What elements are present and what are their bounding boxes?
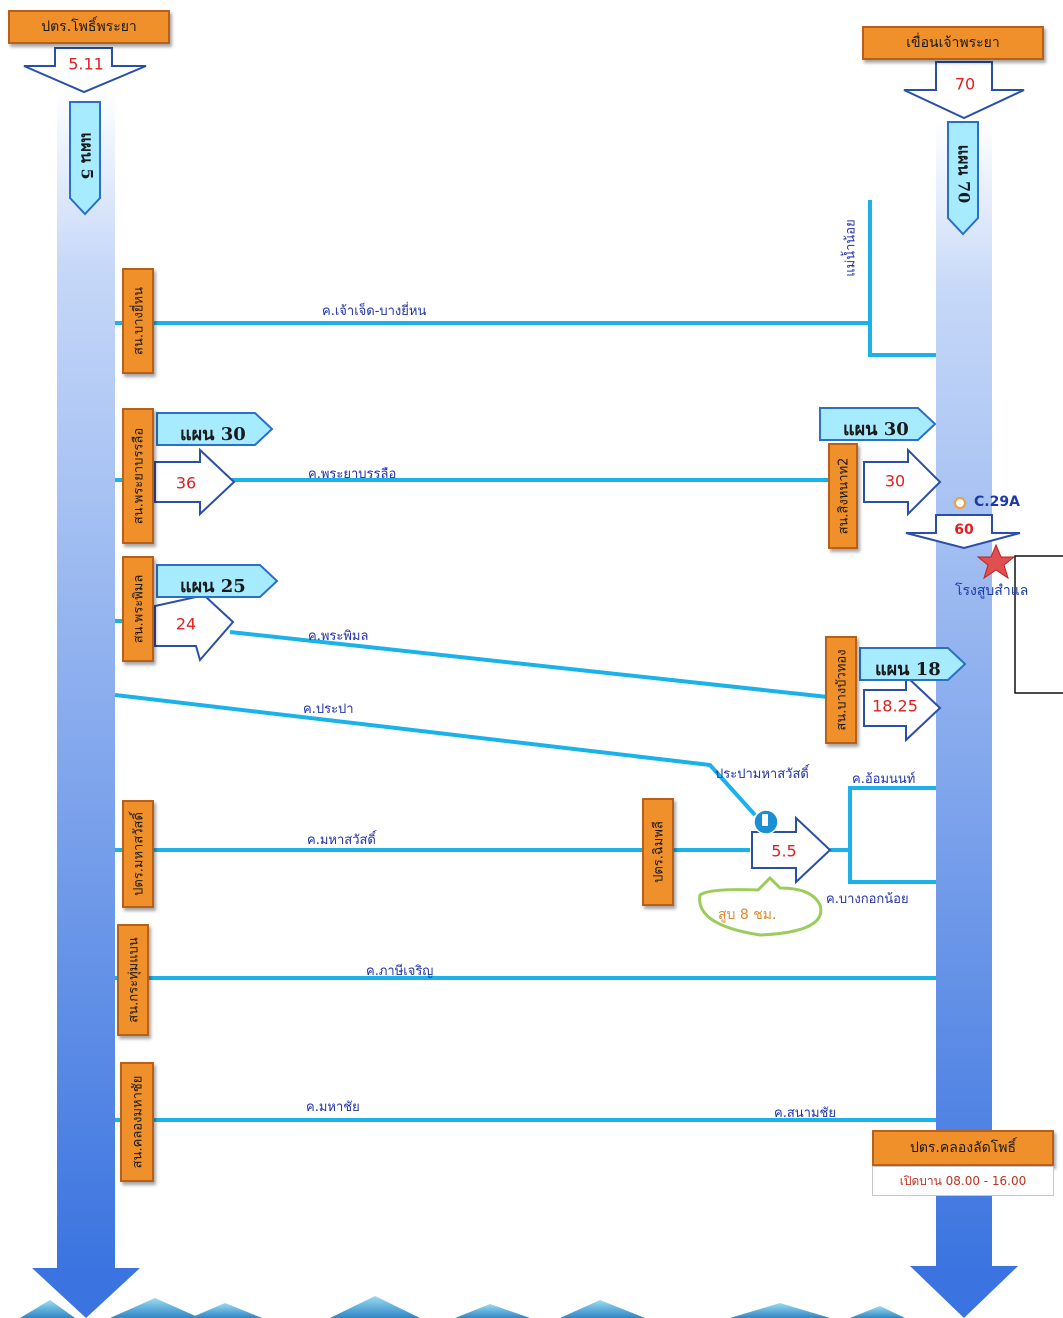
station-bang-bua-thong: สน.บางบัวทอง <box>825 636 857 744</box>
canal-maha-sawat-label: ค.มหาสวัสดิ์ <box>307 833 376 848</box>
station-khlong-maha-chai-label: สน.คลองมหาชัย <box>130 1075 146 1169</box>
pho-phraya-inflow-arrow <box>23 47 147 94</box>
phraya-banlue-flow-value: 36 <box>175 473 197 493</box>
dam-release-arrow <box>903 61 1025 120</box>
station-khlong-lat-pho-label: ปตร.คลองลัดโพธิ์ <box>909 1140 1017 1156</box>
station-chao-phraya-dam-label: เขื่อนเจ้าพระยา <box>906 35 1000 51</box>
canal-om-non-loop <box>848 786 936 884</box>
station-singhanat-label: สน.สิงหนาท2 <box>836 457 852 535</box>
water-supply-icon <box>753 809 779 835</box>
canal-om-non-label: ค.อ้อมนนท์ <box>852 772 916 787</box>
rong-sup-sam-lae-label: โรงสูบสำแล <box>955 583 1029 599</box>
canal-prapa-line <box>114 693 757 817</box>
phraya-banlue-plan-arrow <box>156 412 274 446</box>
phra-phimon-plan-arrow <box>156 564 279 598</box>
singhanat-flow-arrow <box>863 447 942 517</box>
khlong-lat-pho-hours: เปิดบาน 08.00 - 16.00 <box>872 1166 1054 1196</box>
pho-phraya-inflow-value: 5.11 <box>68 54 104 74</box>
c29a-flow-arrow <box>905 514 1021 550</box>
chimphli-flow-value: 5.5 <box>771 841 797 861</box>
station-bang-yi-hon: สน.บางยี่หน <box>122 268 154 374</box>
phra-phimon-flow-value: 24 <box>175 614 197 634</box>
canal-phraya-banlue-label: ค.พระยาบรรลือ <box>308 467 397 482</box>
station-krathum-baen-label: สน.กระทุ่มแบน <box>126 937 142 1023</box>
singhanat-flow-value: 30 <box>884 471 906 491</box>
bang-bua-thong-plan-label: แผน 18 <box>875 659 941 680</box>
station-chimphli: ปตร.ฉิมพลี <box>642 798 674 906</box>
singhanat-plan-arrow <box>819 407 937 441</box>
pumping-station-star-icon <box>976 543 1016 580</box>
station-phraya-banlue-label: สน.พระยาบรรลือ <box>131 427 147 525</box>
station-khlong-lat-pho: ปตร.คลองลัดโพธิ์ <box>872 1130 1054 1166</box>
phra-phimon-plan-label: แผน 25 <box>180 576 246 597</box>
right-main-plan-arrow <box>947 121 979 236</box>
canal-mae-nam-noi-label: แม่น้ำน้อย <box>843 219 859 277</box>
khlong-lat-pho-hours-label: เปิดบาน 08.00 - 16.00 <box>899 1173 1027 1188</box>
c29a-label: C.29A <box>974 494 1020 510</box>
legend-frame <box>1014 555 1063 694</box>
phraya-banlue-flow-arrow <box>154 447 236 517</box>
dam-release-value: 70 <box>954 74 976 94</box>
bang-bua-thong-flow-value: 18.25 <box>872 696 918 716</box>
canal-phasi-charoen-label: ค.ภาษีเจริญ <box>366 964 434 979</box>
station-krathum-baen: สน.กระทุ่มแบน <box>117 924 149 1036</box>
canal-phra-phimon-line <box>229 630 829 699</box>
bang-bua-thong-plan-arrow <box>859 647 967 681</box>
pump-callout-text: สูบ 8 ชม. <box>718 907 777 923</box>
station-pho-phraya-label: ปตร.โพธิ์พระยา <box>41 19 137 35</box>
canal-lines <box>114 200 936 1122</box>
station-khlong-maha-chai: สน.คลองมหาชัย <box>120 1062 154 1182</box>
pump-callout-bubble <box>698 875 823 937</box>
station-singhanat: สน.สิงหนาท2 <box>828 443 858 549</box>
c29a-flow-value: 60 <box>954 522 974 538</box>
mountain-decoration <box>20 1296 905 1318</box>
canal-prapa-label: ค.ประปา <box>303 702 354 717</box>
station-pho-phraya: ปตร.โพธิ์พระยา <box>8 10 170 44</box>
station-bang-yi-hon-label: สน.บางยี่หน <box>131 287 147 355</box>
canal-phra-phimon-label: ค.พระพิมล <box>308 629 369 644</box>
station-phra-phimon: สน.พระพิมล <box>122 556 154 662</box>
canal-chao-chet-label: ค.เจ้าเจ็ด-บางยี่หน <box>322 304 427 319</box>
bang-bua-thong-flow-arrow <box>863 673 942 743</box>
canal-prapa-maha-sawat-label: ประปามหาสวัสดิ์ <box>715 767 809 782</box>
canal-maha-chai-label: ค.มหาชัย <box>306 1100 360 1115</box>
station-maha-sawat: ปตร.มหาสวัสดิ์ <box>122 800 154 908</box>
left-river <box>32 90 140 1318</box>
left-main-plan-label: แผน 5 <box>77 132 97 180</box>
right-river <box>910 120 1018 1318</box>
station-phra-phimon-label: สน.พระพิมล <box>131 574 147 644</box>
left-main-plan-arrow <box>69 101 101 216</box>
canal-mae-nam-noi-line <box>868 200 936 357</box>
canal-bangkok-noi-label: ค.บางกอกน้อย <box>826 892 909 907</box>
station-bang-bua-thong-label: สน.บางบัวทอง <box>834 649 850 731</box>
station-phraya-banlue: สน.พระยาบรรลือ <box>122 408 154 544</box>
phraya-banlue-plan-label: แผน 30 <box>180 424 246 445</box>
station-maha-sawat-label: ปตร.มหาสวัสดิ์ <box>131 812 147 896</box>
singhanat-plan-label: แผน 30 <box>843 419 909 440</box>
canal-sanam-chai-label: ค.สนามชัย <box>774 1106 836 1121</box>
right-main-plan-label: แผน 70 <box>954 144 974 204</box>
station-chimphli-label: ปตร.ฉิมพลี <box>651 821 667 883</box>
c29a-station-icon <box>954 497 966 509</box>
chimphli-flow-arrow <box>751 815 832 885</box>
station-chao-phraya-dam: เขื่อนเจ้าพระยา <box>862 26 1044 60</box>
